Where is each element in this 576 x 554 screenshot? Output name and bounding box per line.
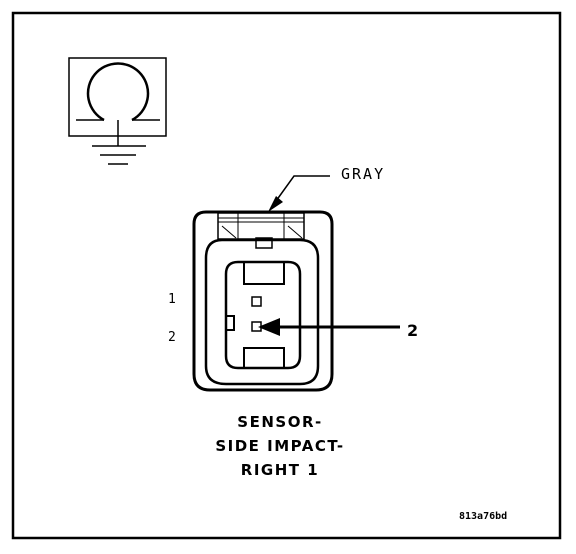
title-line-2: SIDE IMPACT- xyxy=(215,437,345,455)
outer-frame xyxy=(11,11,562,540)
connector-title: SENSOR- SIDE IMPACT- RIGHT 1 xyxy=(160,410,400,482)
pin-label-1: 1 xyxy=(168,292,176,307)
wire-color-label: GRAY xyxy=(341,165,386,183)
figure-code: 813a76bd xyxy=(459,511,508,522)
sensor-ground-symbol xyxy=(68,57,167,165)
title-line-1: SENSOR- xyxy=(237,413,323,431)
terminal-pin-1 xyxy=(251,296,262,307)
title-line-3: RIGHT 1 xyxy=(240,461,320,479)
gray-leader-arrow xyxy=(268,175,330,212)
callout-number: 2 xyxy=(407,321,419,340)
pin2-callout-arrow xyxy=(258,318,400,336)
connector-body xyxy=(192,210,334,392)
pin-label-2: 2 xyxy=(168,330,176,345)
